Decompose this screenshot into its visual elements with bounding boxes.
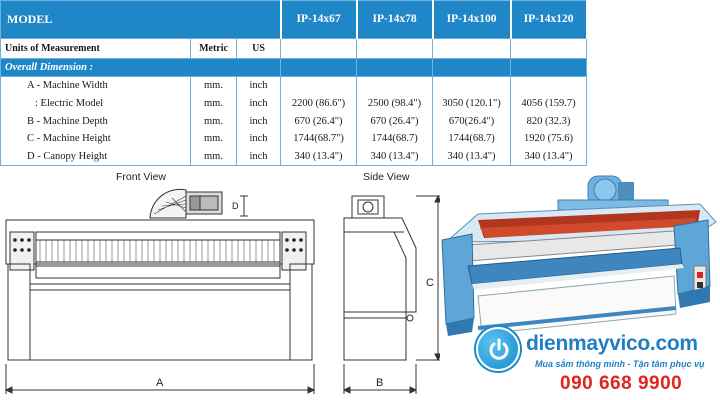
section-title: Overall Dimension : [0, 57, 282, 78]
brand-logo [476, 327, 520, 371]
value-cell: 670(26.4") [432, 112, 512, 130]
model-header: MODEL [0, 0, 282, 39]
technical-drawing: A B C D [4, 188, 440, 394]
model-column-header: IP-14x100 [432, 0, 512, 39]
front-view-title: Front View [116, 171, 166, 183]
units-row: Units of Measurement Metric US [0, 37, 588, 59]
dimension-c-label: C [426, 277, 434, 289]
dimension-d-label: D [232, 201, 239, 211]
value-cell: 1744(68.7) [432, 129, 512, 148]
section-row: Overall Dimension : [0, 57, 588, 78]
value-cell: 340 (13.4") [510, 147, 588, 166]
brand-slogan: Mua sắm thông minh - Tận tâm phục vụ [535, 359, 705, 369]
power-icon [489, 338, 509, 360]
value-cell [510, 76, 588, 95]
us-unit: inch [235, 147, 282, 166]
us-header: US [235, 37, 282, 59]
dimension-a-label: A [156, 377, 164, 389]
value-cell [432, 76, 512, 95]
us-unit: inch [235, 76, 282, 95]
table-row: D - Canopy Height mm. inch 340 (13.4") 3… [0, 147, 588, 166]
brand-name: dienmayvico.com [526, 332, 698, 355]
us-unit: inch [235, 94, 282, 113]
side-view-title: Side View [363, 171, 410, 183]
front-view-drawing [4, 188, 316, 394]
table-row: B - Machine Depth mm. inch 670 (26.4") 6… [0, 112, 588, 130]
us-unit: inch [235, 129, 282, 148]
dimension-b-label: B [376, 377, 383, 389]
us-unit: inch [235, 112, 282, 130]
value-cell: 820 (32.3) [510, 112, 588, 130]
metric-header: Metric [190, 37, 237, 59]
value-cell: 3050 (120.1") [432, 94, 512, 113]
table-header-row: MODEL IP-14x67 IP-14x78 IP-14x100 IP-14x… [0, 0, 588, 39]
brand-phone: 090 668 9900 [560, 373, 683, 394]
table-row: A - Machine Width mm. inch [0, 76, 588, 95]
spec-table: MODEL IP-14x67 IP-14x78 IP-14x100 IP-14x… [0, 0, 588, 166]
model-column-header: IP-14x67 [280, 0, 358, 39]
table-row: : Electric Model mm. inch 2200 (86.6") 2… [0, 94, 588, 113]
table-row: C - Machine Height mm. inch 1744(68.7") … [0, 129, 588, 148]
value-cell: 4056 (159.7) [510, 94, 588, 113]
model-column-header: IP-14x120 [510, 0, 588, 39]
side-view-drawing [342, 194, 440, 394]
value-cell: 340 (13.4") [432, 147, 512, 166]
machine-photo [441, 175, 717, 336]
value-cell: 1920 (75.6) [510, 129, 588, 148]
